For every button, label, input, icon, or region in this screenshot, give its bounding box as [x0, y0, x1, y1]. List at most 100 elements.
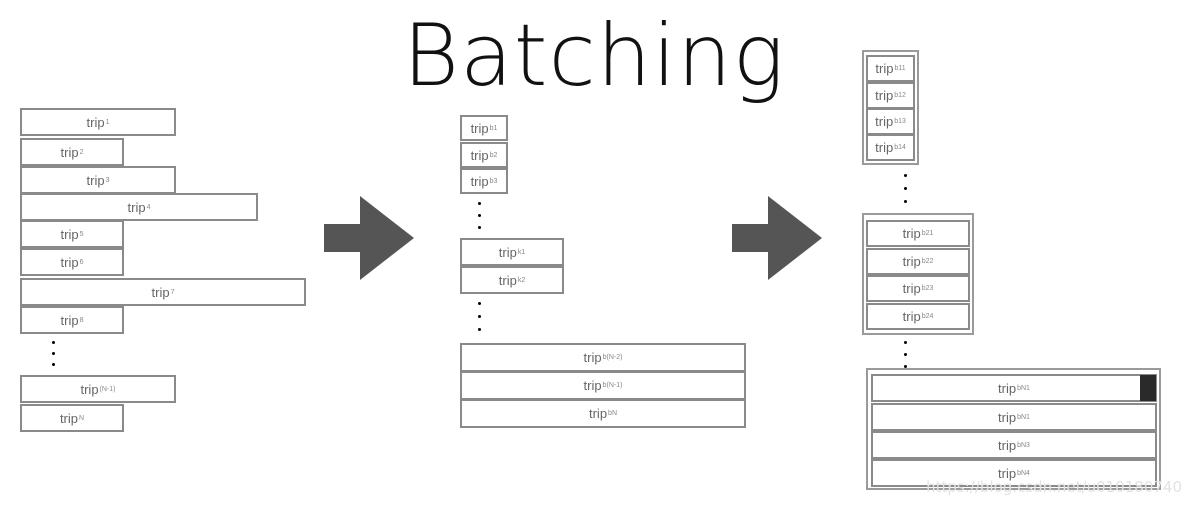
trip-label: trip [60, 312, 79, 328]
trip-subscript: bN1 [1017, 384, 1030, 392]
trip-subscript: 4 [146, 203, 151, 211]
trip-subscript: k2 [517, 276, 526, 284]
text-cursor-block [1140, 375, 1156, 401]
diagram-title: Batching [402, 6, 786, 106]
trip-label: trip [498, 272, 517, 288]
ellipsis-dot [52, 341, 55, 344]
trip-subscript: b(N-1) [602, 382, 623, 389]
ellipsis-dot [478, 328, 481, 331]
trip-subscript: b(N-2) [602, 354, 623, 361]
trip-label: trip [151, 284, 170, 300]
trip-subscript: 6 [79, 258, 84, 266]
trip-subscript: 8 [79, 316, 84, 324]
trip-label: trip [998, 380, 1017, 396]
trip-label: trip [60, 226, 79, 242]
ellipsis-dot [478, 302, 481, 305]
trip-label: trip [902, 309, 921, 324]
trip-label: trip [470, 120, 489, 136]
trip-label: trip [998, 437, 1017, 453]
trip-label: trip [60, 254, 79, 270]
trip-box: trip(N-1) [20, 375, 176, 403]
trip-subscript: bN3 [1017, 441, 1030, 449]
trip-label: trip [902, 226, 921, 241]
right-arrow-icon [324, 196, 414, 280]
trip-subscript: b14 [894, 144, 906, 151]
trip-subscript: 2 [79, 148, 84, 156]
trip-subscript: 3 [105, 176, 110, 184]
trip-subscript: N [79, 414, 85, 422]
ellipsis-dot [904, 365, 907, 368]
trip-label: trip [60, 144, 79, 160]
trip-label: trip [59, 410, 78, 426]
trip-label: trip [470, 173, 489, 189]
trip-subscript: b24 [921, 313, 934, 320]
trip-label: trip [875, 114, 894, 129]
trip-subscript: 7 [170, 288, 175, 296]
trip-label: trip [80, 381, 99, 397]
ellipsis-dot [52, 352, 55, 355]
trip-subscript: k1 [517, 248, 526, 256]
right-arrow-icon [732, 196, 822, 280]
ellipsis-dot [478, 315, 481, 318]
trip-subscript: (N-1) [99, 385, 116, 393]
trip-label: trip [588, 406, 608, 421]
trip-subscript: b1 [489, 124, 498, 132]
trip-subscript: bN4 [1017, 469, 1030, 477]
trip-subscript: bN1 [1017, 413, 1030, 421]
trip-subscript: b21 [921, 230, 934, 237]
trip-subscript: 1 [105, 118, 110, 126]
trip-label: trip [86, 172, 105, 188]
ellipsis-dot [904, 174, 907, 177]
ellipsis-dot [904, 187, 907, 190]
trip-label: trip [902, 281, 921, 296]
ellipsis-dot [904, 353, 907, 356]
trip-subscript: 5 [79, 230, 84, 238]
trip-label: trip [583, 378, 602, 393]
trip-label: trip [998, 409, 1017, 425]
trip-subscript: b23 [921, 285, 934, 292]
trip-label: trip [875, 61, 894, 76]
trip-label: trip [902, 254, 921, 269]
trip-subscript: b3 [489, 177, 498, 185]
ellipsis-dot [52, 363, 55, 366]
trip-subscript: b13 [894, 118, 906, 125]
trip-label: trip [875, 140, 894, 155]
trip-label: trip [86, 114, 105, 130]
ellipsis-dot [478, 226, 481, 229]
watermark: https://blog.csdn.net/u010180740 [926, 478, 1182, 496]
trip-label: trip [998, 465, 1017, 481]
ellipsis-dot [904, 341, 907, 344]
trip-subscript: b11 [894, 65, 906, 72]
ellipsis-dot [478, 214, 481, 217]
ellipsis-dot [904, 200, 907, 203]
trip-label: trip [127, 199, 146, 215]
trip-label: trip [470, 147, 489, 163]
trip-subscript: b12 [894, 92, 906, 99]
trip-label: trip [583, 350, 602, 365]
